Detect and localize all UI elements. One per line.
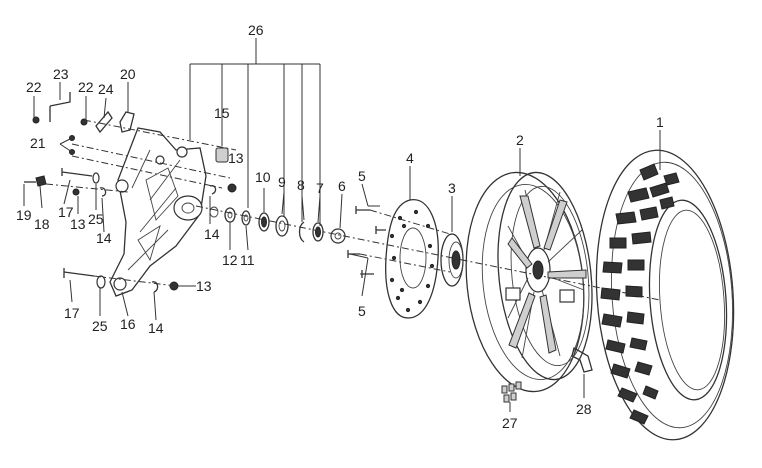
callout-10: 10 xyxy=(255,169,271,185)
callout-17b: 17 xyxy=(64,305,80,321)
tire xyxy=(595,149,735,441)
callout-26: 26 xyxy=(248,22,264,38)
callout-27: 27 xyxy=(502,415,518,431)
callout-5a: 5 xyxy=(358,168,366,184)
callout-20: 20 xyxy=(120,66,136,82)
leader-lines xyxy=(23,38,661,412)
balance-weights xyxy=(501,381,522,403)
callout-14a: 14 xyxy=(96,230,112,246)
callout-25a: 25 xyxy=(88,211,104,227)
callout-16: 16 xyxy=(120,316,136,332)
tire-tread xyxy=(600,163,680,425)
callout-2: 2 xyxy=(516,132,524,148)
rim xyxy=(465,171,593,393)
callout-3: 3 xyxy=(448,180,456,196)
callout-5b: 5 xyxy=(358,303,366,319)
small-parts xyxy=(24,92,593,403)
callout-6: 6 xyxy=(338,178,346,194)
callout-19: 19 xyxy=(16,207,32,223)
callout-28: 28 xyxy=(576,401,592,417)
callout-13c: 13 xyxy=(196,278,212,294)
callout-25b: 25 xyxy=(92,318,108,334)
callout-18: 18 xyxy=(34,216,50,232)
callout-13b: 13 xyxy=(70,216,86,232)
callout-14b: 14 xyxy=(204,226,220,242)
callout-4: 4 xyxy=(406,150,414,166)
callout-7: 7 xyxy=(316,180,324,196)
axis-lines xyxy=(45,119,661,301)
callout-13a: 13 xyxy=(228,150,244,166)
callout-1: 1 xyxy=(656,114,664,130)
swingarm-bracket xyxy=(109,127,207,297)
hub-plate xyxy=(440,233,464,287)
callout-8: 8 xyxy=(297,177,305,193)
brake-disc xyxy=(385,199,439,319)
callout-9: 9 xyxy=(278,174,286,190)
callout-12: 12 xyxy=(222,252,238,268)
callout-15: 15 xyxy=(214,105,230,121)
rim-spokes xyxy=(507,189,587,359)
callout-17a: 17 xyxy=(58,204,74,220)
callout-23: 23 xyxy=(53,66,69,82)
part-15-collar xyxy=(215,147,229,163)
callout-24: 24 xyxy=(98,81,114,97)
disc-holes xyxy=(389,209,435,313)
callout-labels: 1 2 3 4 5 5 6 7 8 9 10 11 12 13 13 13 14… xyxy=(16,22,664,431)
callout-11: 11 xyxy=(240,252,255,268)
callout-22b: 22 xyxy=(78,79,94,95)
callout-22a: 22 xyxy=(26,79,42,95)
callout-21: 21 xyxy=(30,135,46,151)
callout-14c: 14 xyxy=(148,320,164,336)
bearing-stack xyxy=(209,206,346,244)
